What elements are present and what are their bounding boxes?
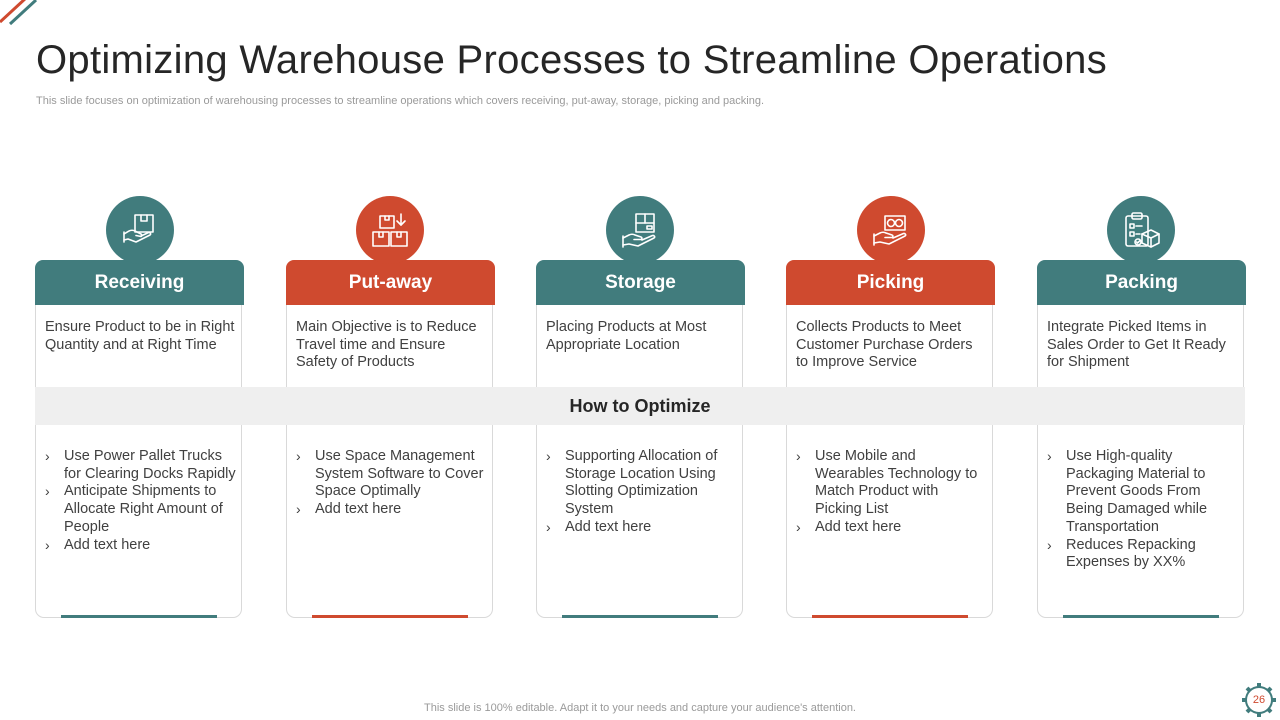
card-bullet-list: ›Use Space Management System Software to… <box>296 448 488 519</box>
card-title: Storage <box>536 260 745 305</box>
chevron-right-icon: › <box>45 536 50 553</box>
list-item: ›Use Mobile and Wearables Technology to … <box>796 448 978 518</box>
card-title: Receiving <box>35 260 244 305</box>
card-picking: Picking Collects Products to Meet Custom… <box>786 260 995 618</box>
list-item: ›Add text here <box>296 501 402 518</box>
hand-money-icon <box>857 196 925 264</box>
card-bottom-bar <box>1063 615 1219 618</box>
card-bullet-list: ›Supporting Allocation of Storage Locati… <box>546 448 738 537</box>
list-item: ›Use Power Pallet Trucks for Clearing Do… <box>45 448 236 482</box>
list-item: ›Add text here <box>45 536 151 553</box>
card-description: Ensure Product to be in Right Quantity a… <box>45 319 235 353</box>
card-title: Put-away <box>286 260 495 305</box>
card-storage: Storage Placing Products at Most Appropr… <box>536 260 745 618</box>
card-bullet-list: ›Use High-quality Packaging Material to … <box>1047 448 1239 572</box>
chevron-right-icon: › <box>546 518 551 535</box>
list-item: ›Anticipate Shipments to Allocate Right … <box>45 483 223 535</box>
hand-holding-box-icon <box>606 196 674 264</box>
chevron-right-icon: › <box>546 448 551 464</box>
card-title: Packing <box>1037 260 1246 305</box>
chevron-right-icon: › <box>45 483 50 500</box>
chevron-right-icon: › <box>1047 448 1052 464</box>
list-item: ›Add text here <box>796 518 902 535</box>
card-bottom-bar <box>61 615 217 618</box>
card-put-away: Put-away Main Objective is to Reduce Tra… <box>286 260 495 618</box>
how-to-optimize-label: How to Optimize <box>569 396 711 416</box>
chevron-right-icon: › <box>1047 536 1052 553</box>
list-item: ›Use Space Management System Software to… <box>296 448 484 500</box>
corner-stripes-decoration <box>0 0 38 26</box>
list-item: ›Use High-quality Packaging Material to … <box>1047 448 1208 535</box>
list-item: ›Reduces Repacking Expenses by XX% <box>1047 536 1196 571</box>
card-description: Collects Products to Meet Customer Purch… <box>796 319 973 371</box>
card-bullet-list: ›Use Mobile and Wearables Technology to … <box>796 448 988 537</box>
gear-icon <box>1242 683 1276 717</box>
chevron-right-icon: › <box>796 518 801 535</box>
chevron-right-icon: › <box>796 448 801 464</box>
card-description: Integrate Picked Items in Sales Order to… <box>1047 319 1226 371</box>
chevron-right-icon: › <box>296 501 301 518</box>
card-description: Placing Products at Most Appropriate Loc… <box>546 319 707 353</box>
card-bottom-bar <box>562 615 718 618</box>
slide-subtitle: This slide focuses on optimization of wa… <box>36 95 765 107</box>
clipboard-package-icon <box>1107 196 1175 264</box>
list-item: ›Add text here <box>546 518 652 535</box>
hand-box-icon <box>106 196 174 264</box>
list-item: ›Supporting Allocation of Storage Locati… <box>546 448 718 518</box>
how-to-optimize-band <box>35 387 1245 425</box>
card-bullet-list: ›Use Power Pallet Trucks for Clearing Do… <box>45 448 237 554</box>
card-title: Picking <box>786 260 995 305</box>
page-number: 26 <box>1252 694 1266 706</box>
card-receiving: Receiving Ensure Product to be in Right … <box>35 260 244 618</box>
boxes-down-arrow-icon <box>356 196 424 264</box>
card-bottom-bar <box>812 615 968 618</box>
footer-note: This slide is 100% editable. Adapt it to… <box>424 702 856 714</box>
slide-title: Optimizing Warehouse Processes to Stream… <box>36 38 1108 82</box>
chevron-right-icon: › <box>45 448 50 464</box>
card-packing: Packing Integrate Picked Items in Sales … <box>1037 260 1246 618</box>
card-description: Main Objective is to Reduce Travel time … <box>296 319 477 371</box>
chevron-right-icon: › <box>296 448 301 464</box>
card-bottom-bar <box>312 615 468 618</box>
